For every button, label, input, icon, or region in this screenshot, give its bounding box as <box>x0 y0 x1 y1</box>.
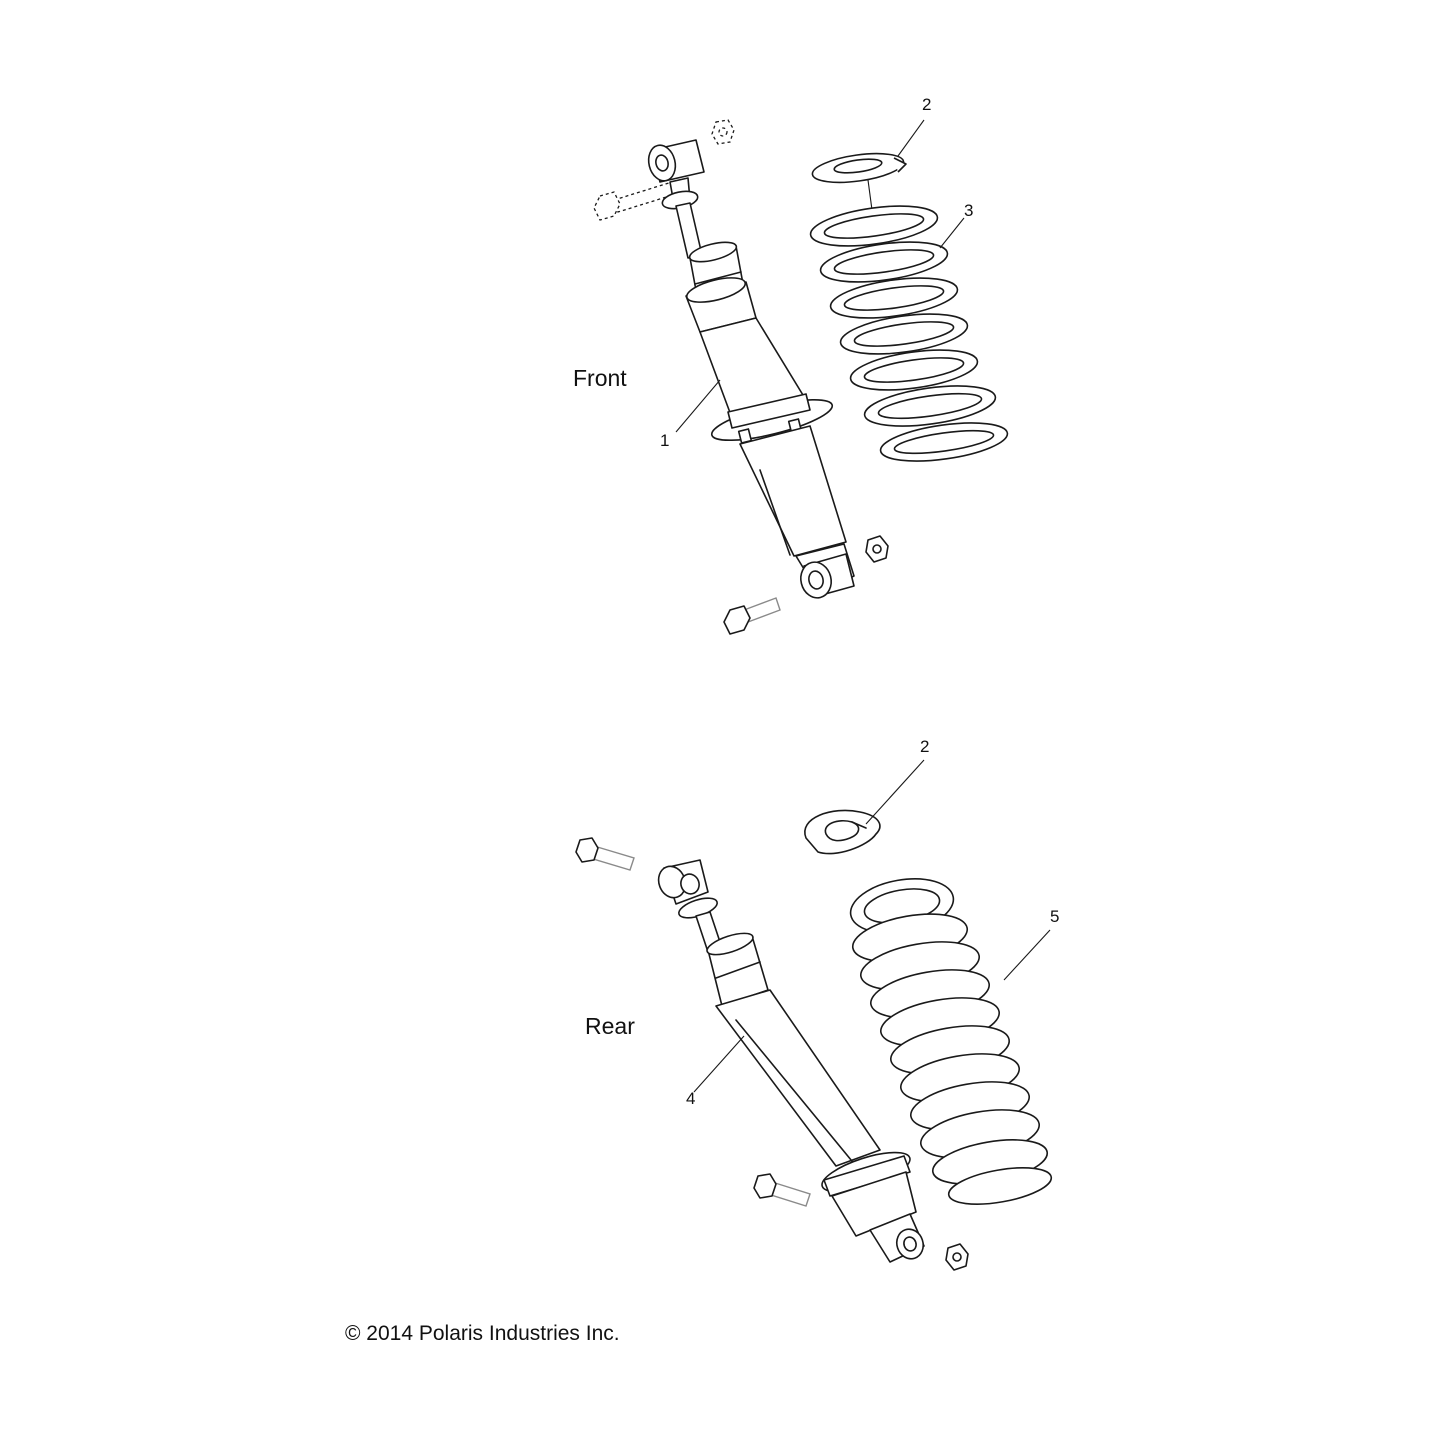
copyright-notice: © 2014 Polaris Industries Inc. <box>345 1322 620 1345</box>
leader-line-front-retainer <box>897 119 925 157</box>
rear-coil-spring <box>849 878 1053 1205</box>
rear-spring-retainer <box>804 809 881 855</box>
rear-section-label: Rear <box>585 1013 635 1039</box>
front-shock-absorber <box>647 139 855 599</box>
rear-upper-bolt <box>575 837 635 871</box>
leader-line-front-shock <box>675 379 721 433</box>
callout-5: 5 <box>1050 907 1059 926</box>
callout-1: 1 <box>660 431 669 450</box>
rear-lower-bolt <box>753 1173 811 1207</box>
leader-line-rear-retainer <box>865 759 925 825</box>
leader-line-front-spring <box>939 217 965 249</box>
front-lower-nut <box>865 535 889 563</box>
callout-2-rear: 2 <box>920 737 929 756</box>
rear-shock-absorber <box>657 859 925 1263</box>
front-lower-bolt <box>723 597 781 635</box>
front-spring-retainer <box>811 152 907 184</box>
front-section-label: Front <box>573 365 627 391</box>
callout-2-front: 2 <box>922 95 931 114</box>
callout-3: 3 <box>964 201 973 220</box>
leader-line-rear-shock <box>693 1035 745 1093</box>
rear-lower-nut <box>945 1243 969 1271</box>
rear-assembly: Rear 2 5 4 <box>575 737 1059 1271</box>
leader-line-rear-spring <box>1003 929 1051 981</box>
front-upper-nut <box>711 119 735 145</box>
callout-4: 4 <box>686 1089 695 1108</box>
front-coil-spring <box>809 179 1009 462</box>
front-assembly: Front 1 2 3 <box>573 95 1009 635</box>
